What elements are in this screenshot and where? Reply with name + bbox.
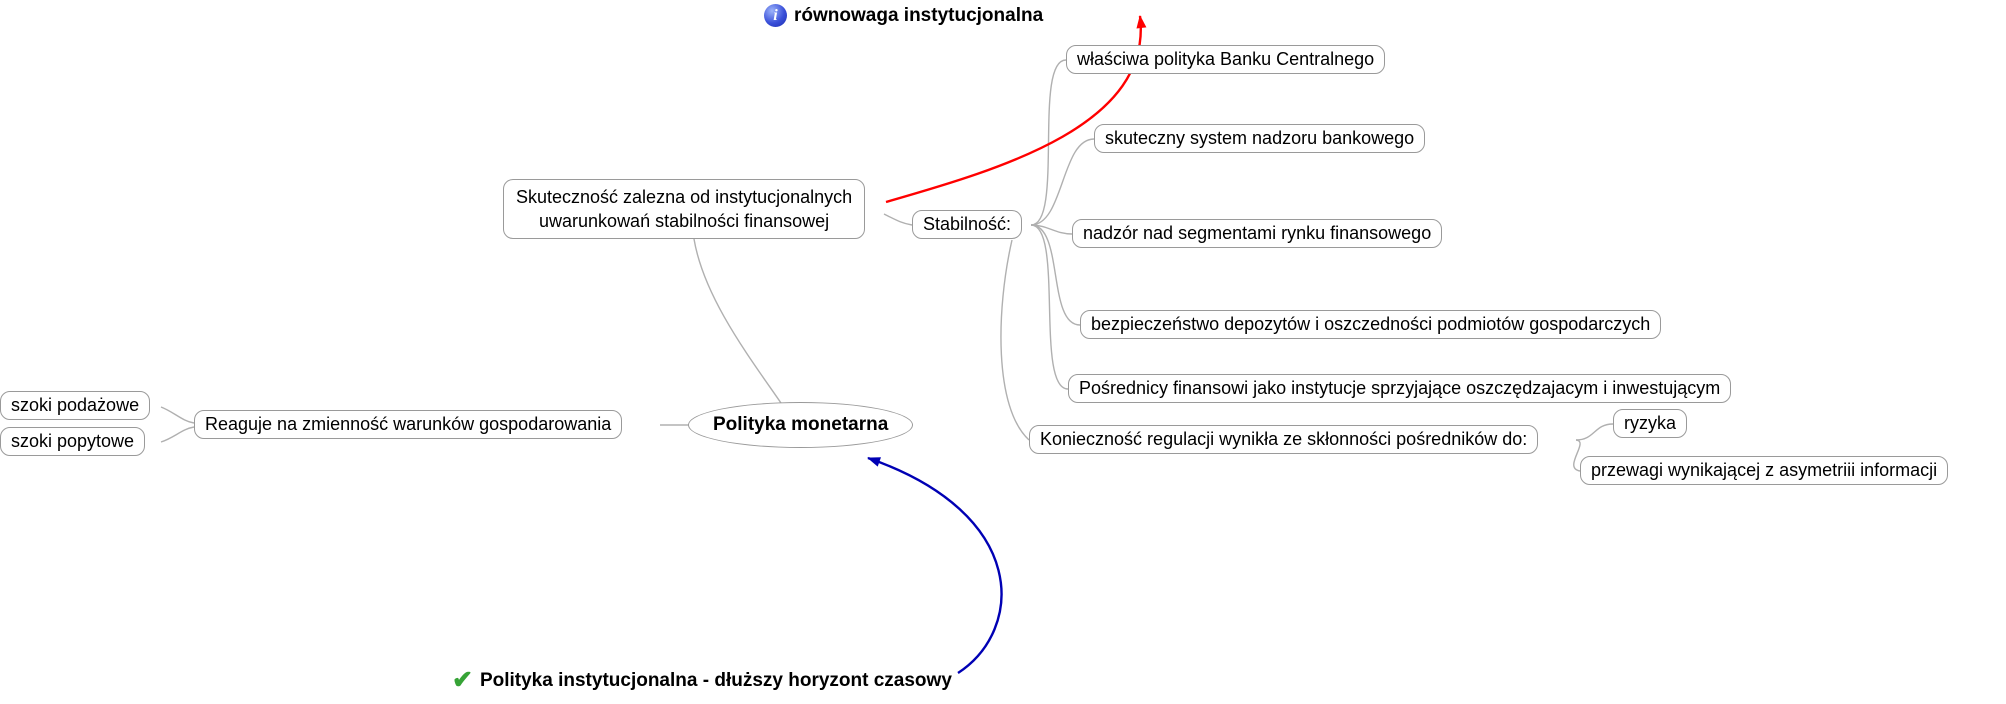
arrow-link-effectiveness-equilibrium	[885, 15, 1147, 204]
node-supply-shocks[interactable]: szoki podażowe	[0, 391, 151, 420]
edge-stability-supervision	[1030, 138, 1095, 226]
node-reacts-to-variability[interactable]: Reaguje na zmienność warunków gospodarow…	[194, 410, 623, 439]
node-regulation-necessity[interactable]: Konieczność regulacji wynikła ze skłonno…	[1029, 425, 1539, 454]
info-icon	[764, 4, 787, 27]
edge-regulation-asymmetry	[1573, 439, 1581, 472]
node-effectiveness-line2: uwarunkowań stabilności finansowej	[539, 211, 830, 231]
node-institutional-policy-label: Polityka instytucjonalna - dłuższy horyz…	[479, 669, 952, 691]
node-deposit-safety[interactable]: bezpieczeństwo depozytów i oszczedności …	[1080, 310, 1662, 339]
edge-root-effectiveness	[693, 238, 782, 404]
node-stability[interactable]: Stabilność:	[912, 210, 1023, 239]
node-central-bank-policy[interactable]: właściwa polityka Banku Centralnego	[1066, 45, 1386, 74]
edge-reacts-demand-shocks	[160, 426, 195, 443]
node-financial-intermediaries[interactable]: Pośrednicy finansowi jako instytucje spr…	[1068, 374, 1732, 403]
tree-links	[160, 59, 1614, 472]
edge-stability-central-bank	[1030, 59, 1067, 226]
check-icon	[452, 668, 473, 693]
edge-regulation-risk	[1575, 423, 1614, 441]
edge-stability-intermediaries	[1030, 224, 1069, 390]
edge-stability-regulation	[1000, 239, 1030, 441]
node-market-segments-oversight[interactable]: nadzór nad segmentami rynku finansowego	[1072, 219, 1443, 248]
node-effectiveness-line1: Skuteczność zalezna od instytucjonalnych	[516, 187, 853, 207]
edge-stability-deposit-safety	[1030, 224, 1081, 326]
node-equilibrium[interactable]: równowaga instytucjonalna	[764, 4, 1043, 27]
node-equilibrium-label: równowaga instytucjonalna	[794, 4, 1044, 26]
node-risk[interactable]: ryzyka	[1613, 409, 1688, 438]
arrow-link-institutional-policy-root	[867, 456, 1003, 675]
edge-reacts-supply-shocks	[160, 406, 195, 424]
node-effectiveness[interactable]: Skuteczność zalezna od instytucjonalnych…	[503, 179, 866, 239]
node-information-asymmetry[interactable]: przewagi wynikającej z asymetriii inform…	[1580, 456, 1949, 485]
node-banking-supervision[interactable]: skuteczny system nadzoru bankowego	[1094, 124, 1426, 153]
node-institutional-policy[interactable]: Polityka instytucjonalna - dłuższy horyz…	[452, 668, 952, 693]
node-root[interactable]: Polityka monetarna	[688, 402, 914, 448]
edge-effectiveness-stability	[883, 213, 913, 226]
node-demand-shocks[interactable]: szoki popytowe	[0, 427, 146, 456]
